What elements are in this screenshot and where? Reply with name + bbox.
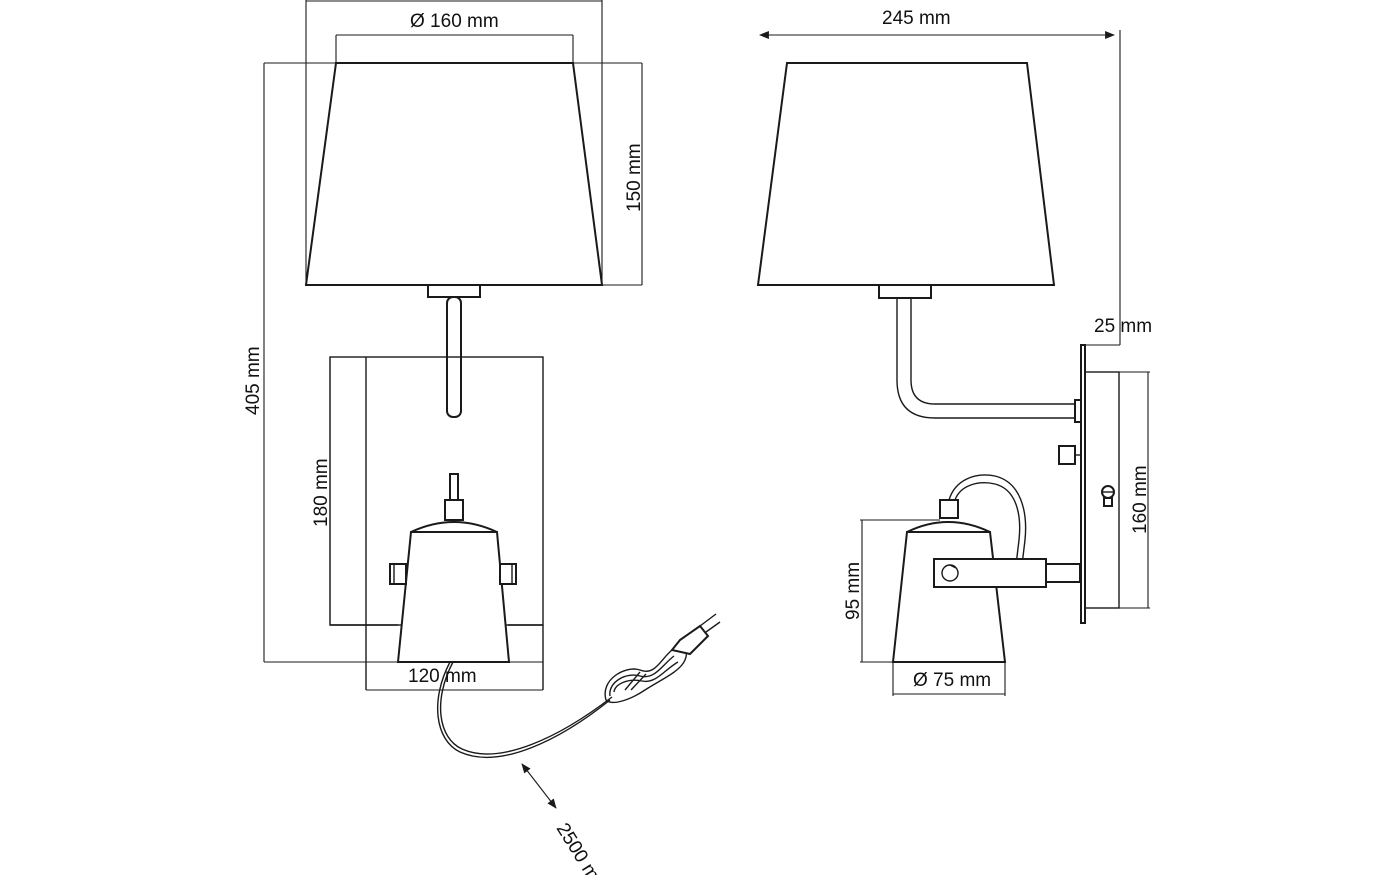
front-shade-socket — [427, 284, 481, 298]
label-shade-diameter: Ø 160 mm — [410, 11, 499, 32]
power-cable — [437, 661, 611, 759]
side-spot-body — [891, 531, 1007, 663]
label-cable-length: 2500 mm — [552, 820, 612, 875]
label-plate-height-side: 160 mm — [1130, 465, 1151, 534]
label-total-height: 405 mm — [243, 346, 264, 415]
label-depth: 245 mm — [882, 8, 951, 29]
side-switch — [1058, 445, 1076, 465]
side-cable-loop — [948, 474, 1027, 566]
front-shade — [304, 62, 604, 286]
cable-length-arrow — [521, 763, 557, 809]
front-spot-knob-right — [499, 563, 517, 585]
power-plug — [670, 613, 721, 656]
side-shade — [756, 62, 1056, 286]
side-spot-bracket — [933, 558, 1047, 588]
front-spot-body — [396, 531, 511, 663]
label-plate-width: 120 mm — [408, 666, 477, 687]
label-spot-diameter: Ø 75 mm — [913, 670, 991, 691]
side-view: 245 mm 25 mm 160 mm 95 mm Ø 75 mm — [756, 8, 1152, 696]
front-spot-knob-left — [389, 563, 407, 585]
label-plate-height: 180 mm — [311, 458, 332, 527]
label-plate-thickness: 25 mm — [1094, 316, 1152, 337]
side-arm — [896, 298, 1077, 419]
label-shade-height: 150 mm — [624, 143, 645, 212]
front-view: Ø 160 mm 150 mm 405 mm 180 mm 120 mm 250… — [243, 0, 721, 875]
side-screw — [1101, 485, 1115, 507]
label-spot-height: 95 mm — [843, 562, 864, 620]
